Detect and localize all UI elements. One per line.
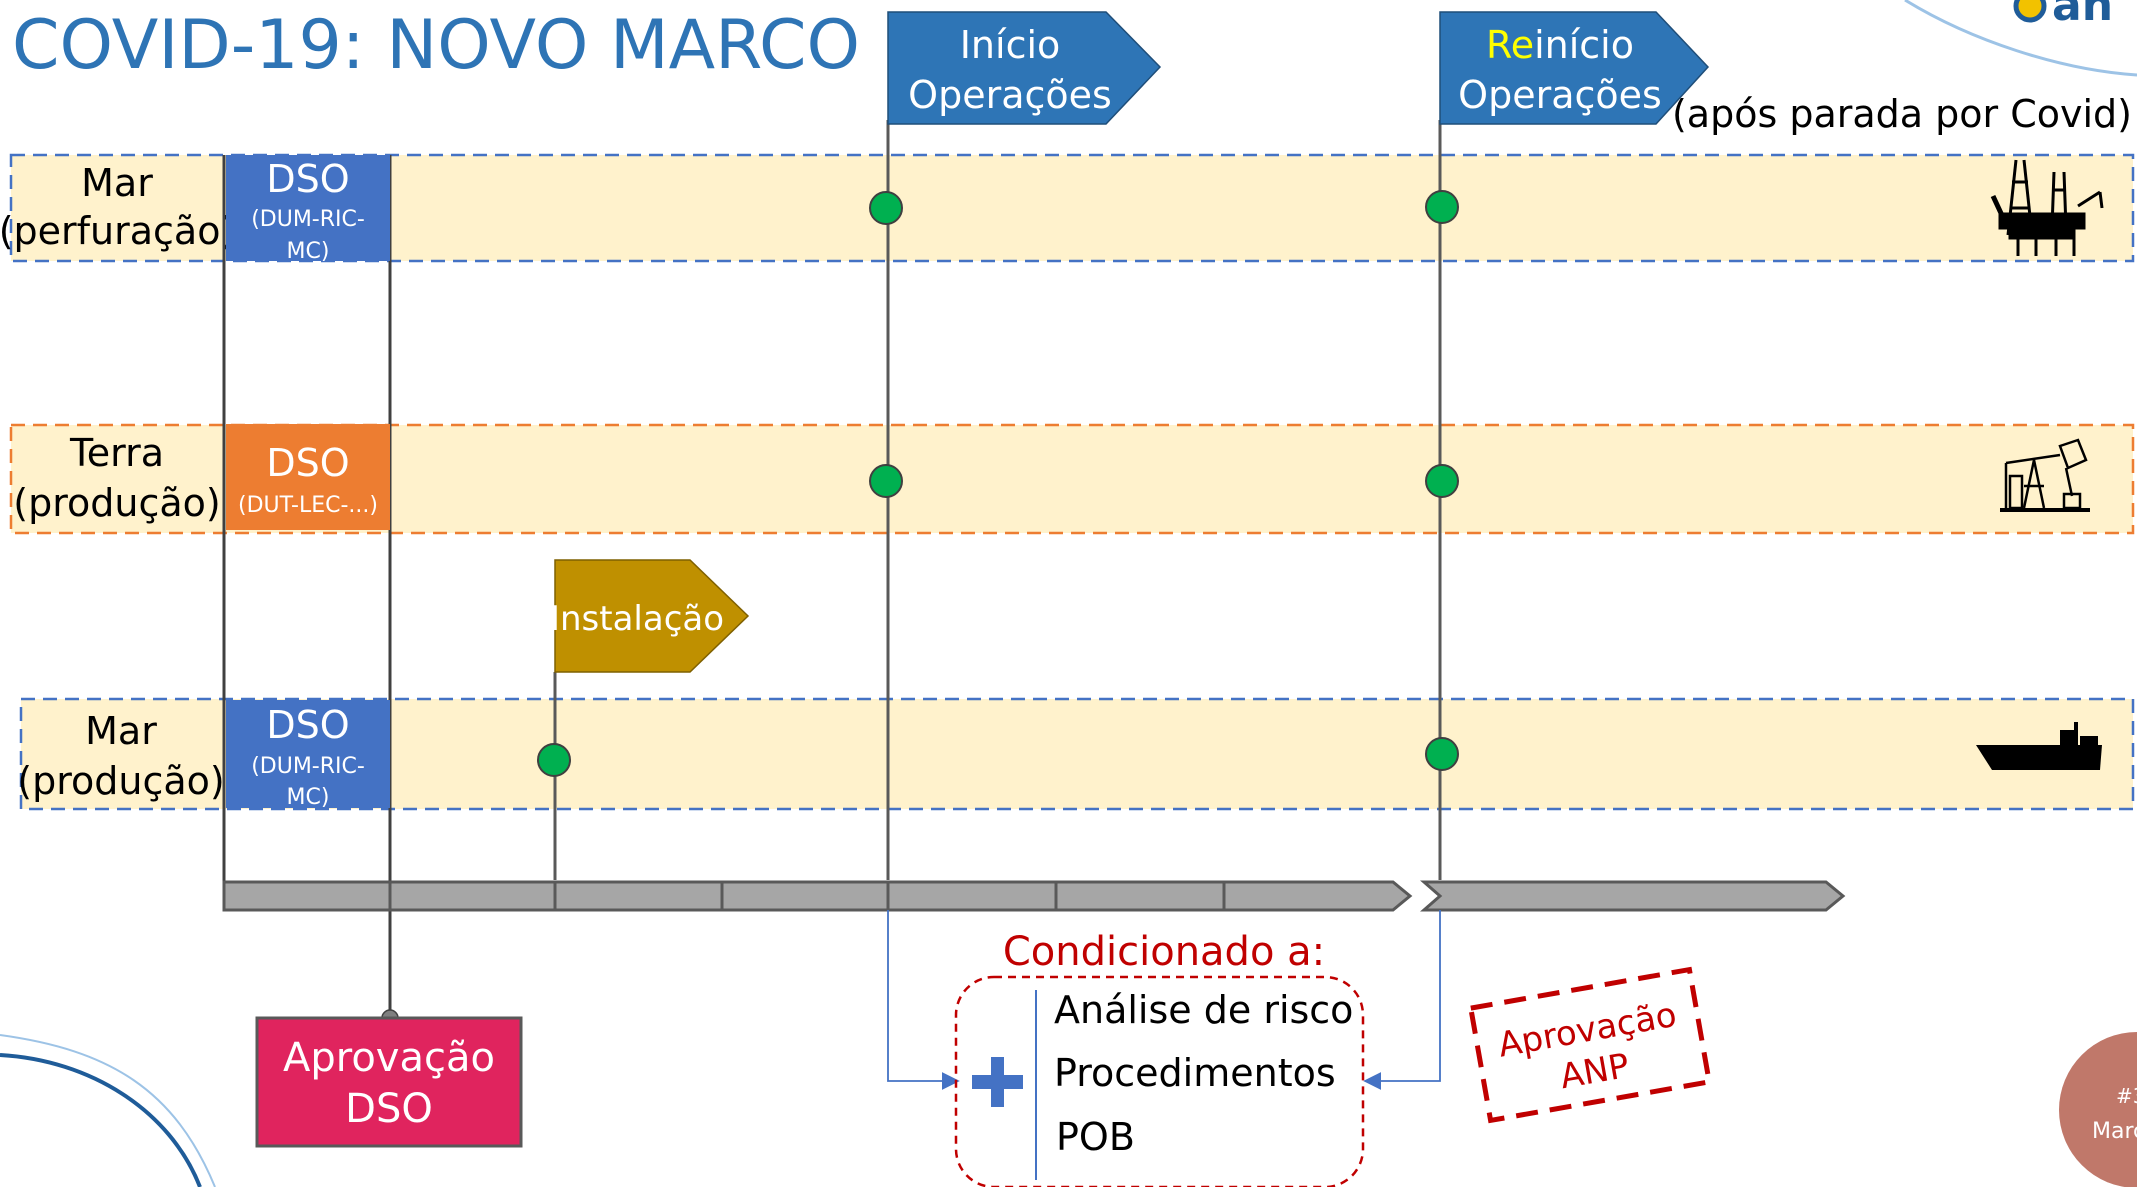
timeline-bar (222, 880, 1846, 912)
dso-label: DSO (266, 441, 349, 485)
milestone-dot (869, 191, 903, 225)
restart-operations-flag: Reinício Operações (1439, 11, 1710, 125)
badge-line2: Marc (2092, 1119, 2137, 1144)
restart-operations-line2: Operações (1458, 73, 1662, 117)
lane-label-3-line1: Mar (85, 709, 157, 753)
dso-sub-line2: MC) (287, 785, 330, 810)
ship-icon (1976, 722, 2102, 770)
start-operations-line2: Operações (908, 73, 1112, 117)
connector-from-start (887, 910, 960, 1090)
decorative-swoosh-top-right (1904, 0, 2137, 77)
conditions-box: Análise de risco Procedimentos POB (954, 975, 1365, 1187)
restart-highlight-text: Re (1486, 23, 1534, 67)
milestone-dots (537, 190, 1459, 777)
lane-label-1-line2: (perfuração) (0, 209, 235, 253)
approval-anp-stamp: Aprovação ANP (1467, 966, 1713, 1124)
dso-box-mar-producao: DSO (DUM-RIC- MC) (226, 700, 390, 810)
conditions-heading: Condicionado a: (1003, 929, 1325, 975)
dso-box-terra-producao: DSO (DUT-LEC-...) (226, 424, 390, 530)
dso-label: DSO (266, 703, 349, 747)
lane-label-3-line2: (produção) (17, 759, 224, 803)
lane-label-2-line1: Terra (69, 431, 164, 475)
decorative-swoosh-bottom-left (0, 1034, 216, 1187)
milestone-dot (869, 464, 903, 498)
offshore-rig-icon (1990, 159, 2104, 256)
dso-sub-line1: (DUM-RIC- (251, 754, 365, 779)
dso-box-mar-perfuracao: DSO (DUM-RIC- MC) (226, 155, 390, 264)
condition-item-risk: Análise de risco (1054, 988, 1353, 1032)
milestone-dot (1425, 737, 1459, 771)
install-label: Instalação (550, 599, 724, 639)
pumpjack-icon (2000, 438, 2090, 512)
lane-label-2-line2: (produção) (13, 481, 220, 525)
milestone-dot (537, 743, 571, 777)
approval-dso-line2: DSO (345, 1086, 433, 1132)
install-flag: Instalação (550, 559, 750, 673)
connector-from-restart (1363, 910, 1441, 1090)
dso-label: DSO (266, 157, 349, 201)
approval-dso-line1: Aprovação (283, 1035, 495, 1081)
milestone-dot (1425, 190, 1459, 224)
dso-sub-line1: (DUM-RIC- (251, 207, 365, 232)
start-operations-flag: Início Operações (887, 11, 1162, 125)
page-title: COVID-19: NOVO MARCO (12, 6, 860, 85)
plus-icon (972, 1057, 1023, 1107)
start-operations-line1: Início (960, 23, 1061, 67)
svg-text:an: an (2052, 0, 2113, 31)
restart-rest-text: início (1534, 23, 1634, 67)
slide-number-badge: #3 Marc (2059, 1032, 2137, 1187)
condition-item-procedures: Procedimentos (1054, 1051, 1336, 1095)
svg-text:Reinício: Reinício (1486, 23, 1634, 67)
dso-sub-line1: (DUT-LEC-...) (238, 493, 378, 518)
approval-dso-box: Aprovação DSO (255, 1016, 523, 1148)
lane-label-1-line1: Mar (81, 161, 153, 205)
badge-line1: #3 (2116, 1084, 2137, 1108)
dso-sub-line2: MC) (287, 239, 330, 264)
covid-stop-note: (após parada por Covid) (1672, 92, 2132, 136)
condition-item-pob: POB (1056, 1115, 1135, 1159)
milestone-dot (1425, 464, 1459, 498)
logo-fragment: an (2013, 0, 2113, 31)
